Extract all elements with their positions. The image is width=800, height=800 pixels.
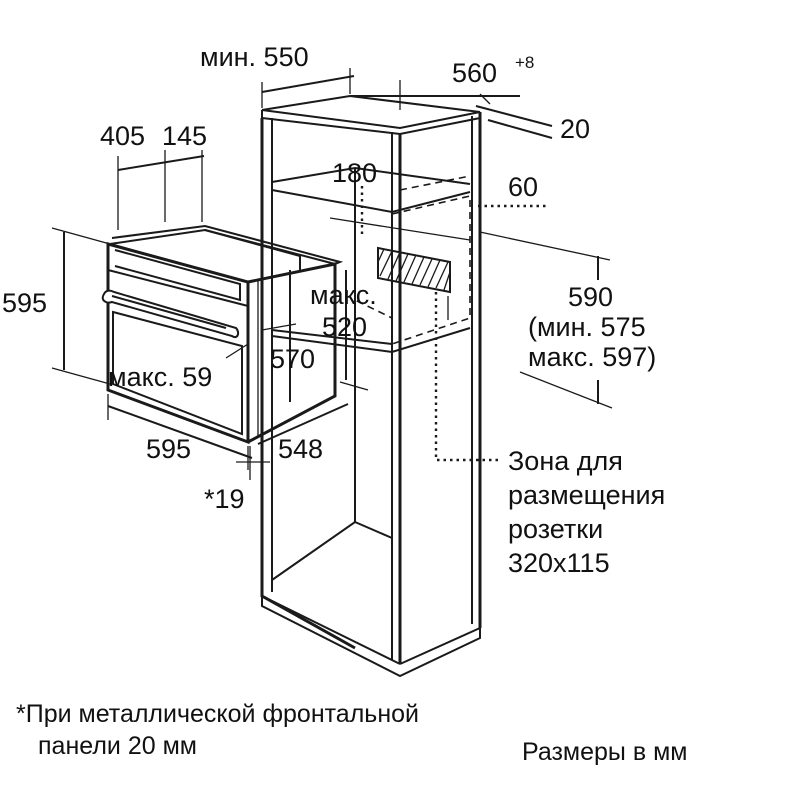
- cabinet-plinth-right: [399, 627, 481, 665]
- socket-zone-line-1: Зона для: [508, 446, 623, 476]
- dim-min-575: (мин. 575: [528, 312, 646, 342]
- dim-145: 145: [162, 121, 207, 151]
- cabinet-top-panel: [261, 94, 481, 130]
- dim-595-width: 595: [146, 434, 191, 464]
- cabinet-niche-shelf: [271, 327, 471, 354]
- dim-max-597: макс. 597): [528, 342, 656, 372]
- cabinet: [260, 94, 482, 678]
- dim-405: 405: [100, 121, 145, 151]
- oven-control-panel: [114, 249, 241, 302]
- dim-180: 180: [332, 158, 377, 188]
- socket-zone-line-3: розетки: [508, 514, 603, 544]
- dim-595-height: 595: [2, 288, 47, 318]
- oven-side: [247, 262, 337, 444]
- oven-back-lip: [111, 224, 344, 265]
- cabinet-plinth: [261, 596, 481, 678]
- cabinet-back-dashed-2: [391, 194, 471, 345]
- dim-19: *19: [204, 484, 245, 514]
- cabinet-upper-shelf-front: [271, 189, 471, 214]
- dim-max-59: макс. 59: [108, 362, 212, 392]
- socket-zone-line-4: 320x115: [508, 548, 610, 578]
- dim-560-tolerance: +8: [515, 53, 534, 72]
- dim-max-520: 520: [322, 312, 367, 342]
- dim-max-label: макс.: [310, 280, 377, 310]
- oven-door: [112, 310, 243, 436]
- footnote-line-1: *При металлической фронтальной: [16, 700, 419, 728]
- oven-top-lip: [204, 229, 301, 270]
- dim-60: 60: [508, 172, 538, 202]
- dim-560: 560: [452, 58, 497, 88]
- dim-570: 570: [270, 344, 315, 374]
- dim-548: 548: [278, 434, 323, 464]
- footnote-line-2: панели 20 мм: [38, 732, 197, 760]
- ventilation-opening: [377, 246, 451, 294]
- cabinet-bottom-shelf: [271, 520, 393, 581]
- dimension-lines: [51, 68, 613, 480]
- cabinet-plinth-top: [261, 595, 401, 665]
- ventilation-hatching: [377, 248, 451, 291]
- units-note: Размеры в мм: [522, 738, 687, 766]
- cabinet-niche-shelf-front: [271, 329, 393, 345]
- dim-20: 20: [560, 114, 590, 144]
- dim-min-550: мин. 550: [200, 42, 309, 72]
- socket-zone-line-2: размещения: [508, 480, 665, 510]
- cabinet-back-dashed: [354, 170, 393, 319]
- oven: [101, 224, 344, 445]
- oven-control-strip-line: [107, 269, 249, 307]
- dim-590: 590: [568, 282, 613, 312]
- oven-handle-rod: [111, 295, 227, 329]
